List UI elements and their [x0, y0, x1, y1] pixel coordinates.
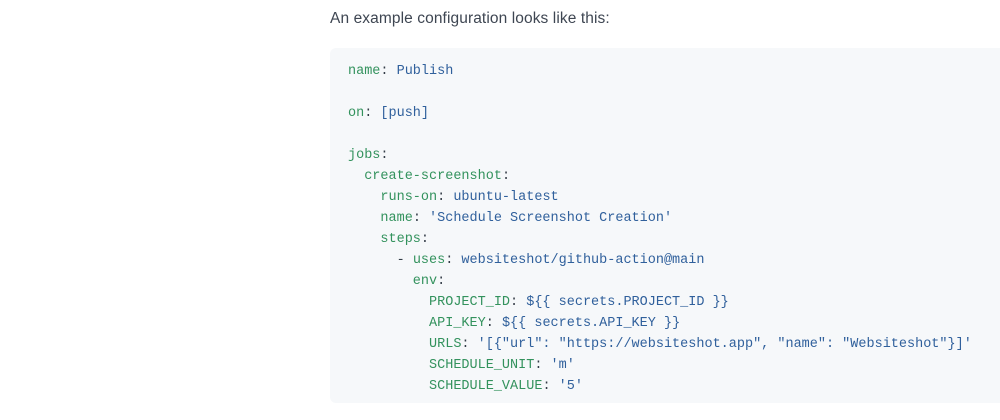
code-token-value: ubuntu-latest	[453, 190, 559, 205]
code-token-punctuation: :	[461, 337, 478, 352]
code-token-punctuation: :	[485, 316, 502, 331]
code-line: name: Publish	[348, 61, 1000, 82]
code-token-value: 'm'	[550, 358, 575, 373]
content-column: An example configuration looks like this…	[330, 0, 1000, 403]
code-line: create-screenshot:	[348, 166, 1000, 187]
code-token-key: API_KEY	[348, 316, 486, 331]
code-line: steps:	[348, 229, 1000, 250]
code-line: SCHEDULE_VALUE: '5'	[348, 376, 1000, 397]
code-token-key: runs-on	[348, 190, 438, 205]
code-line: URLS: '[{"url": "https://websiteshot.app…	[348, 334, 1000, 355]
code-token-punctuation: :	[420, 232, 430, 247]
code-token-key: create-screenshot	[348, 169, 502, 184]
yaml-code-block[interactable]: name: Publish on: [push] jobs: create-sc…	[330, 48, 1000, 403]
code-token-key: URLS	[348, 337, 462, 352]
code-line: - uses: websiteshot/github-action@main	[348, 250, 1000, 271]
code-token-key: SCHEDULE_UNIT	[348, 358, 535, 373]
code-token-value: '[{"url": "https://websiteshot.app", "na…	[477, 337, 972, 352]
code-token-value: '5'	[558, 379, 583, 394]
code-token-punctuation: :	[542, 379, 559, 394]
code-token-punctuation: -	[348, 253, 413, 268]
code-token-punctuation: :	[380, 64, 397, 79]
code-token-value: [push]	[380, 106, 430, 121]
code-line	[348, 82, 1000, 103]
code-token-punctuation: :	[445, 253, 462, 268]
code-line: API_KEY: ${{ secrets.API_KEY }}	[348, 313, 1000, 334]
code-line: name: 'Schedule Screenshot Creation'	[348, 208, 1000, 229]
code-token-value: ${{ secrets.PROJECT_ID }}	[526, 295, 729, 310]
code-line: on: [push]	[348, 103, 1000, 124]
code-token-value: websiteshot/github-action@main	[461, 253, 705, 268]
code-line: SCHEDULE_UNIT: 'm'	[348, 355, 1000, 376]
code-token-punctuation: :	[412, 211, 430, 226]
code-token-punctuation: :	[437, 190, 454, 205]
code-token-key: name	[348, 211, 413, 226]
code-token-punctuation: :	[437, 274, 446, 289]
code-line: runs-on: ubuntu-latest	[348, 187, 1000, 208]
code-line: env:	[348, 271, 1000, 292]
code-token-key: SCHEDULE_VALUE	[348, 379, 543, 394]
code-token-key: steps	[348, 232, 421, 247]
code-line: jobs:	[348, 145, 1000, 166]
code-token-key: name	[348, 64, 381, 79]
code-token-value: 'Schedule Screenshot Creation'	[429, 211, 673, 226]
code-token-punctuation: :	[380, 148, 389, 163]
code-line	[348, 124, 1000, 145]
code-token-punctuation: :	[534, 358, 551, 373]
code-token-punctuation: :	[501, 169, 511, 184]
code-token-key: PROJECT_ID	[348, 295, 511, 310]
code-token-value: ${{ secrets.API_KEY }}	[501, 316, 681, 331]
code-line: PROJECT_ID: ${{ secrets.PROJECT_ID }}	[348, 292, 1000, 313]
code-token-key: env	[348, 274, 438, 289]
code-token-key: uses	[412, 253, 446, 268]
code-token-key: jobs	[348, 148, 381, 163]
yaml-code: name: Publish on: [push] jobs: create-sc…	[348, 61, 1000, 397]
code-token-punctuation: :	[364, 106, 381, 121]
code-token-punctuation: :	[510, 295, 527, 310]
code-token-key: on	[348, 106, 365, 121]
code-token-value: Publish	[396, 64, 454, 79]
intro-text: An example configuration looks like this…	[330, 10, 610, 27]
